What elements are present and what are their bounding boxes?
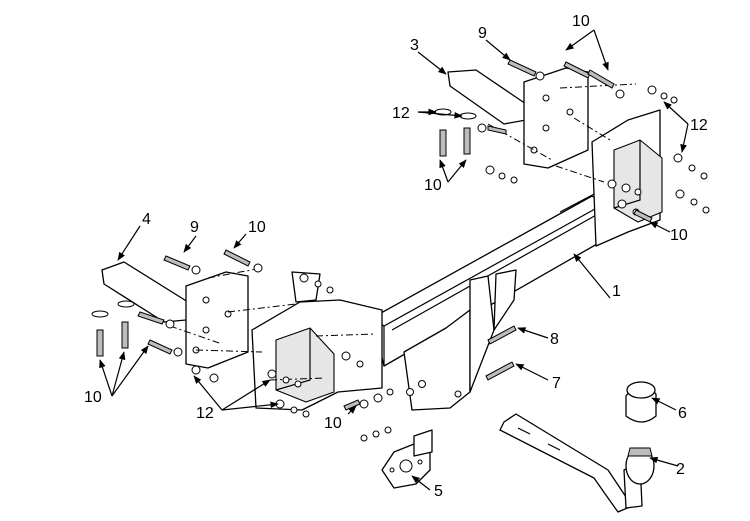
label-part-12-bottom: 12 [196, 405, 214, 422]
callout-leader-lines [99, 29, 689, 491]
bolts-and-nuts [91, 59, 710, 442]
label-part-2: 2 [676, 461, 685, 478]
right-side-bracket [591, 109, 663, 247]
label-part-6: 6 [678, 405, 687, 422]
left-mounting-plate-part-4 [101, 261, 249, 369]
label-part-5: 5 [434, 483, 443, 500]
label-part-12-right: 12 [690, 117, 708, 134]
label-part-10-top: 10 [572, 13, 590, 30]
left-side-bracket [251, 271, 383, 411]
label-part-8: 8 [550, 331, 559, 348]
label-part-10-top-left: 10 [424, 177, 442, 194]
callout-labels: 1 2 3 4 5 6 7 8 9 9 10 10 10 10 10 10 12… [84, 13, 708, 500]
tow-ball-cover-part-6 [625, 381, 657, 423]
socket-plate-part-5 [381, 429, 433, 489]
label-part-10-right: 10 [670, 227, 688, 244]
label-part-1: 1 [612, 283, 621, 300]
label-part-12-top: 12 [392, 105, 410, 122]
label-part-10-left-bottom: 10 [84, 389, 102, 406]
ball-mount-plate [403, 269, 517, 411]
assembly-center-lines [169, 83, 637, 381]
label-part-7: 7 [552, 375, 561, 392]
label-part-4: 4 [142, 211, 151, 228]
label-part-10-center: 10 [324, 415, 342, 432]
label-part-3: 3 [410, 37, 419, 54]
label-part-9-left: 9 [190, 219, 199, 236]
label-part-10-left: 10 [248, 219, 266, 236]
label-part-9-top: 9 [478, 25, 487, 42]
upper-mounting-plate-part-3 [447, 67, 589, 169]
tow-ball-neck-part-2 [499, 413, 655, 513]
